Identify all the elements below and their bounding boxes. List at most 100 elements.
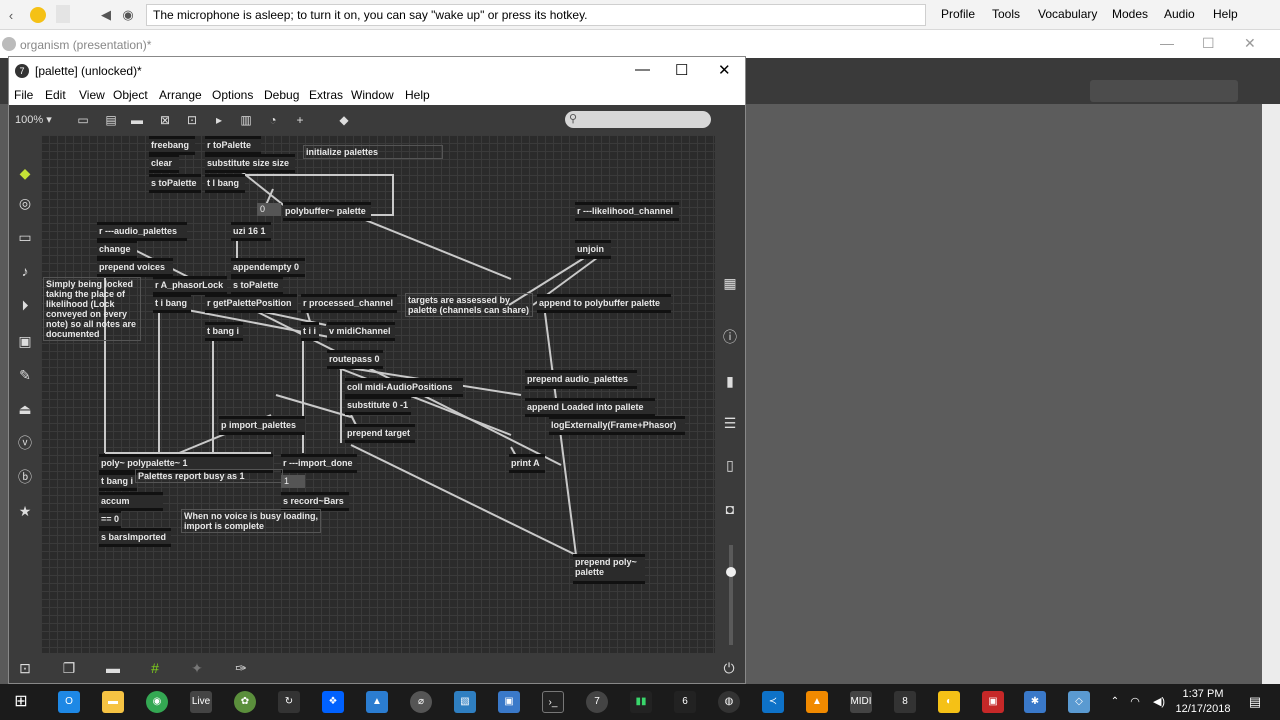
menu-debug[interactable]: Debug xyxy=(264,88,300,102)
presentation-icon[interactable]: ▬ xyxy=(106,660,120,676)
volume-slider[interactable] xyxy=(726,545,736,645)
settings-icon[interactable]: ◉ xyxy=(122,7,134,22)
vscode-icon[interactable]: ≺ xyxy=(762,691,784,713)
number-box[interactable]: 0 xyxy=(257,203,281,216)
patch-object[interactable]: logExternally(Frame+Phasor) xyxy=(549,416,685,435)
patch-object[interactable]: uzi 16 1 xyxy=(231,222,271,241)
menu-view[interactable]: View xyxy=(79,88,105,102)
grid-toggle-icon[interactable]: # xyxy=(151,660,159,676)
dropbox-icon[interactable]: ❖ xyxy=(322,691,344,713)
menu-help[interactable]: Help xyxy=(1213,7,1238,21)
plug-icon[interactable]: ⏏ xyxy=(18,401,32,417)
image-icon[interactable]: ▣ xyxy=(18,333,32,349)
patcher-canvas[interactable]: freebang r toPalette clear substitute si… xyxy=(41,135,715,653)
patch-object[interactable]: r ---audio_palettes xyxy=(97,222,187,241)
maximize-icon[interactable]: ☐ xyxy=(675,62,689,79)
patch-object[interactable]: r processed_channel xyxy=(301,294,397,313)
patch-object[interactable]: substitute 0 -1 xyxy=(345,396,411,415)
patch-object[interactable]: r ---import_done xyxy=(281,454,357,473)
menu-profile[interactable]: Profile xyxy=(941,7,976,21)
file-explorer-icon[interactable]: ▬ xyxy=(102,691,124,713)
menu-options[interactable]: Options xyxy=(212,88,254,102)
vlc-icon[interactable]: ▲ xyxy=(806,691,828,713)
max-icon[interactable]: 7 xyxy=(586,691,608,713)
photos-icon[interactable]: ▲ xyxy=(366,691,388,713)
menu-edit[interactable]: Edit xyxy=(45,88,66,102)
patch-object[interactable]: t bang i xyxy=(205,322,243,341)
volume-icon[interactable]: ◀) xyxy=(1152,696,1166,708)
menu-modes[interactable]: Modes xyxy=(1112,7,1149,21)
patch-object[interactable]: p import_palettes xyxy=(219,416,305,435)
patch-object[interactable]: coll midi-AudioPositions xyxy=(345,378,463,397)
compass-icon[interactable]: ⌀ xyxy=(410,691,432,713)
patch-object[interactable]: r getPalettePosition xyxy=(205,294,297,313)
screenshot-icon[interactable]: ▧ xyxy=(454,691,476,713)
patch-object[interactable]: t i bang xyxy=(153,294,191,313)
close-icon[interactable]: ✕ xyxy=(1244,35,1256,51)
presentation-search[interactable] xyxy=(1090,80,1238,102)
patch-object[interactable]: s toPalette xyxy=(231,276,283,295)
patch-message[interactable]: prepend poly~ palette xyxy=(573,554,645,584)
ableton-live-icon[interactable]: Live xyxy=(190,691,212,713)
comment-icon[interactable]: ▬ xyxy=(131,113,143,127)
music-note-icon[interactable]: ♪ xyxy=(21,263,29,279)
button-icon[interactable]: ⊠ xyxy=(159,113,171,127)
patch-message[interactable]: prepend target xyxy=(345,424,415,443)
add-icon[interactable]: + xyxy=(296,113,304,127)
wrench-icon[interactable]: ✑ xyxy=(235,660,247,676)
message-icon[interactable]: ▤ xyxy=(105,113,117,127)
target-icon[interactable]: ◎ xyxy=(18,195,32,211)
menu-arrange[interactable]: Arrange xyxy=(159,88,202,102)
volume-knob[interactable] xyxy=(726,567,736,577)
patch-object[interactable]: unjoin xyxy=(575,240,611,259)
play-icon[interactable]: ▸ xyxy=(215,113,223,127)
remote-icon[interactable]: ▣ xyxy=(982,691,1004,713)
minimize-icon[interactable]: — xyxy=(635,61,650,78)
patch-message[interactable]: append Loaded into pallete xyxy=(525,398,655,417)
wifi-icon[interactable]: ◠ xyxy=(1130,696,1140,708)
patch-message[interactable]: prepend voices xyxy=(97,258,173,277)
patch-object[interactable]: r ---likelihood_channel xyxy=(575,202,679,221)
mic-asleep-icon[interactable] xyxy=(28,5,48,25)
globe-icon[interactable]: ◍ xyxy=(718,691,740,713)
zoom-level[interactable]: 100% ▾ xyxy=(15,114,52,126)
network-tray-icon[interactable]: ◇ xyxy=(1068,691,1090,713)
menu-tools[interactable]: Tools xyxy=(992,7,1021,21)
speaker-icon[interactable]: ◀ xyxy=(101,7,111,22)
patch-message[interactable]: append to polybuffer palette xyxy=(537,294,671,313)
cube-icon[interactable]: ◆ xyxy=(19,165,31,181)
patch-object[interactable]: t i i xyxy=(301,322,319,341)
patch-object[interactable]: == 0 xyxy=(99,510,121,529)
slider-icon[interactable]: ▥ xyxy=(240,113,252,127)
patch-message[interactable]: prepend audio_palettes xyxy=(525,370,637,389)
patch-object[interactable]: accum xyxy=(99,492,163,511)
patch-object[interactable]: change xyxy=(97,240,137,259)
object-box-icon[interactable]: ▭ xyxy=(77,113,89,127)
menu-window[interactable]: Window xyxy=(351,88,394,102)
patch-object[interactable]: routepass 0 xyxy=(327,350,383,369)
dial-icon[interactable]: ◔ xyxy=(269,113,277,127)
speaker-app-icon[interactable]: 8 xyxy=(894,691,916,713)
menu-object[interactable]: Object xyxy=(113,88,148,102)
bluetooth-tray-icon[interactable]: ✱ xyxy=(1024,691,1046,713)
clock[interactable]: 1:37 PM 12/17/2018 xyxy=(1170,687,1236,717)
back-arrow-icon[interactable]: ‹ xyxy=(8,7,14,23)
patch-object[interactable]: t l bang xyxy=(205,174,245,193)
info-icon[interactable]: ⓘ xyxy=(723,329,737,345)
minimize-icon[interactable]: — xyxy=(1160,35,1174,51)
menu-help[interactable]: Help xyxy=(405,88,430,102)
lock-icon[interactable]: ⊡ xyxy=(19,660,31,676)
sync-icon[interactable]: ↻ xyxy=(278,691,300,713)
close-icon[interactable]: ✕ xyxy=(718,62,731,79)
paint-icon[interactable]: ✿ xyxy=(234,691,256,713)
patch-object[interactable]: v midiChannel xyxy=(327,322,395,341)
debug-icon[interactable]: ✦ xyxy=(191,660,203,676)
notifications-icon[interactable]: ▤ xyxy=(1248,694,1262,709)
patch-object[interactable]: s record~Bars xyxy=(281,492,349,511)
book-icon[interactable]: ▮ xyxy=(726,373,734,389)
search-input[interactable]: ⚲ xyxy=(565,111,711,128)
chart-icon[interactable]: ▮▮ xyxy=(630,691,652,713)
power-icon[interactable]: ⏻ xyxy=(723,660,735,676)
midi-icon[interactable]: MIDI xyxy=(850,691,872,713)
v-icon[interactable]: ⓥ xyxy=(18,435,32,451)
